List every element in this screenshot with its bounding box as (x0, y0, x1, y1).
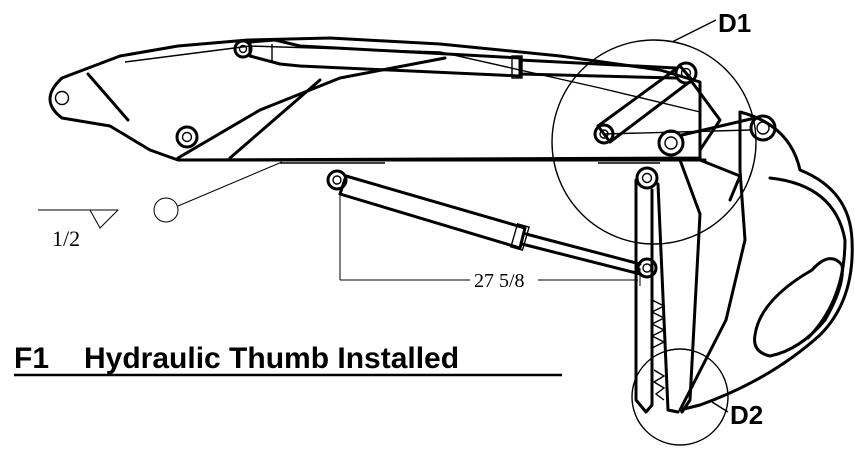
bucket (678, 110, 854, 412)
d1-leader (671, 19, 717, 43)
thumb-cylinder-barrel (338, 174, 527, 250)
boom (48, 36, 707, 164)
bucket-cylinder (248, 38, 678, 80)
link-bar (603, 129, 751, 135)
pin-thumb-cylinder-rod (636, 257, 658, 279)
link-arm-upper (596, 64, 694, 144)
boom-outline (48, 36, 702, 162)
pin-cylinder-top-rear-core (238, 44, 248, 54)
figure-number: F1 (14, 342, 49, 375)
dimension-length-label: 27 5/8 (474, 270, 525, 292)
d2-leader (711, 401, 729, 413)
bucket-shell (678, 110, 854, 412)
thumb-left-plate (634, 178, 654, 414)
weld-leader-arrow (177, 161, 283, 207)
detail-circle-d2 (631, 348, 729, 446)
weld-callout: 1/2 (38, 161, 283, 251)
link-bar-outer (680, 116, 757, 137)
figure-caption: F1 Hydraulic Thumb Installed (14, 342, 562, 377)
thumb-cylinder-rod-bottom (520, 242, 642, 276)
link-arm-lower (690, 80, 722, 152)
boom-brace-left (86, 72, 130, 122)
thumb-cylinder (338, 174, 642, 276)
bucket-bracket (698, 158, 742, 202)
boom-brace-center (228, 78, 322, 160)
bucket-cylinder-gland (511, 55, 523, 79)
boom-lower-edge (176, 56, 447, 160)
bucket-cylinder-barrel (248, 38, 522, 78)
detail-label-d1: D1 (718, 8, 751, 38)
pin-boom-mid (175, 125, 199, 149)
pin-thumb-cylinder-base-core (332, 175, 342, 185)
weld-size-label: 1/2 (52, 226, 80, 251)
pin-bucket-main (657, 129, 685, 157)
weld-symbol (89, 209, 119, 229)
pin-bucket-main-core (664, 136, 678, 150)
thumb (634, 158, 702, 414)
pin-link-top-core (680, 67, 692, 79)
bucket-cutout (753, 257, 844, 358)
boom-inner-chord (124, 45, 701, 113)
bucket-inner-rim (768, 176, 847, 340)
thumb-cylinder-gland (510, 222, 530, 252)
pin-boom-mid-core (181, 131, 193, 143)
bucket-cylinder-rod-top (518, 58, 678, 70)
thumb-cylinder-rod-top (524, 232, 642, 266)
thumb-inner-plate (656, 182, 680, 414)
bucket-cylinder-rod-bottom (518, 72, 678, 80)
length-dimension: 27 5/8 (339, 188, 641, 292)
pin-thumb-cylinder-rod-core (642, 263, 652, 273)
bucket-linkage (596, 64, 757, 152)
figure-title: Hydraulic Thumb Installed (84, 342, 459, 375)
detail-circle-d1 (551, 39, 757, 245)
pin-thumb-pivot (635, 166, 659, 190)
pin-thumb-pivot-core (641, 172, 653, 184)
thumb-right-plate (678, 158, 702, 414)
weld-symbol-circle (153, 197, 179, 223)
detail-label-d2: D2 (730, 400, 763, 430)
thumb-teeth (650, 299, 666, 401)
pin-boom-foot (54, 90, 70, 106)
